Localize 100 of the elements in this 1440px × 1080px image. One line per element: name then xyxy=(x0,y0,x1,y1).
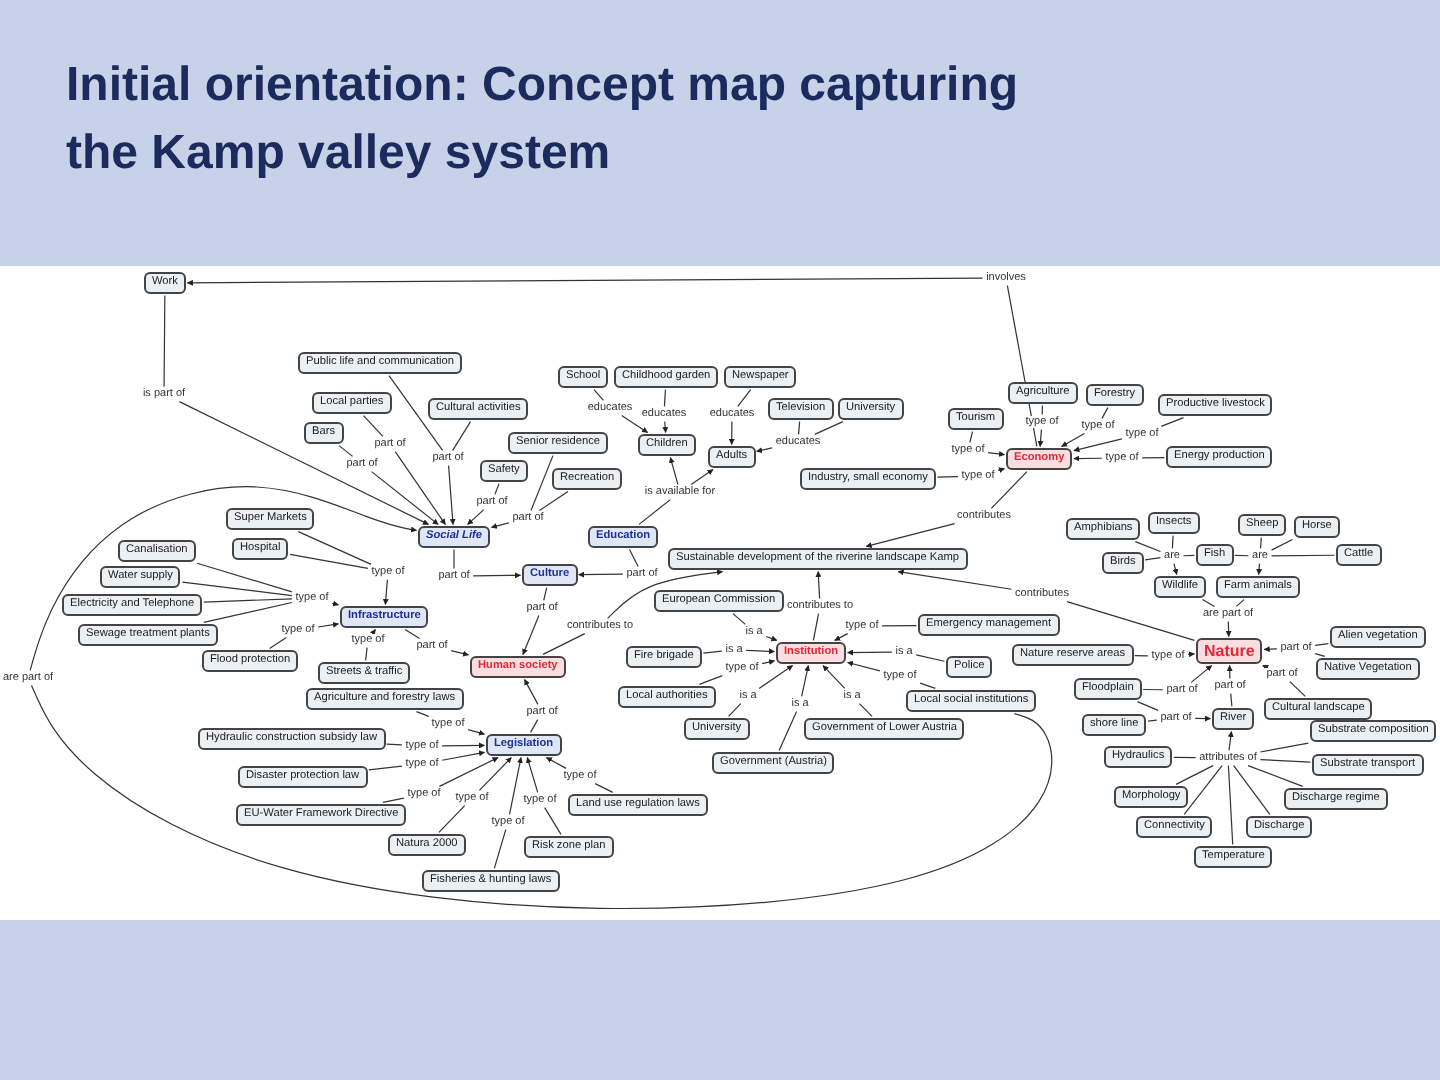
connector-line xyxy=(798,421,801,435)
connector-line xyxy=(338,445,354,457)
arrow xyxy=(1263,646,1278,653)
arrow xyxy=(621,415,649,433)
arrow xyxy=(478,757,512,791)
connector-line xyxy=(1230,693,1233,707)
arrow xyxy=(370,471,439,525)
arrow xyxy=(369,629,376,636)
arrow xyxy=(1037,429,1044,447)
connector-line xyxy=(1144,557,1162,561)
arrow xyxy=(186,277,984,286)
connector-line xyxy=(881,624,917,627)
arrow xyxy=(690,469,714,485)
arrow xyxy=(668,457,679,485)
connector-line xyxy=(196,562,293,593)
connector-line xyxy=(1141,456,1165,459)
arrow xyxy=(801,665,811,697)
connector-line xyxy=(542,633,586,655)
connector-line xyxy=(368,765,403,771)
connector-line xyxy=(404,629,421,639)
arrow xyxy=(526,757,539,793)
arrow xyxy=(1225,621,1232,637)
arrow xyxy=(317,621,339,628)
arrow xyxy=(467,509,485,525)
connector-line xyxy=(181,581,293,597)
arrow xyxy=(382,579,389,605)
connector-line xyxy=(1270,554,1335,557)
connector-line xyxy=(382,797,405,803)
connector-line xyxy=(1233,765,1271,815)
connector-line xyxy=(163,295,166,387)
arrow xyxy=(756,447,773,454)
arrow xyxy=(765,635,778,642)
connector-line xyxy=(1270,538,1293,551)
arrow xyxy=(441,742,485,749)
arrow xyxy=(1172,563,1179,575)
connector-line xyxy=(1289,681,1306,697)
arrow xyxy=(447,465,456,525)
connector-line xyxy=(493,829,507,869)
arrow xyxy=(578,571,624,578)
connector-line xyxy=(1173,756,1197,759)
connector-line xyxy=(452,421,472,451)
connector-line xyxy=(203,601,293,623)
connector-line xyxy=(1235,599,1245,607)
arrow xyxy=(545,757,567,769)
connector-line xyxy=(1041,405,1043,415)
connector-line xyxy=(438,805,466,833)
connector-line xyxy=(1314,653,1326,657)
connector-line xyxy=(1201,599,1216,607)
arrow xyxy=(394,451,446,525)
arrow xyxy=(865,523,956,548)
arrow xyxy=(758,665,794,689)
arrow xyxy=(467,729,485,736)
connector-line xyxy=(737,389,752,407)
connector-line xyxy=(919,682,936,689)
connector-line xyxy=(530,455,554,511)
connector-line xyxy=(858,703,873,717)
connector-line xyxy=(990,471,1028,509)
arrow xyxy=(815,571,822,599)
connector-line xyxy=(1314,643,1329,646)
connector-line xyxy=(538,491,569,511)
slide-title: Initial orientation: Concept map capturing the Kamp valley system xyxy=(66,56,1021,184)
connector-line xyxy=(593,389,604,401)
arrow xyxy=(438,757,499,787)
arrow xyxy=(490,522,510,529)
connector-line xyxy=(289,553,369,569)
arrow xyxy=(522,615,540,655)
arrow xyxy=(472,572,521,579)
connector-line xyxy=(594,783,614,793)
connector-line xyxy=(1134,541,1162,553)
connector-line xyxy=(1183,765,1223,815)
connector-line xyxy=(1066,601,1195,641)
arrow xyxy=(331,600,339,607)
connector-line xyxy=(530,719,539,733)
arrow xyxy=(1256,563,1263,575)
connector-line xyxy=(544,807,562,835)
connector-line xyxy=(297,531,372,565)
arrow xyxy=(1073,455,1103,462)
connector-line xyxy=(732,613,746,625)
connector-line xyxy=(778,711,798,751)
connector-line xyxy=(268,637,287,649)
connector-line xyxy=(628,549,639,567)
connector-line xyxy=(494,483,500,495)
connector-line xyxy=(812,613,820,641)
arrow xyxy=(450,650,469,657)
arrow xyxy=(1262,665,1269,671)
arrow xyxy=(987,450,1005,457)
connector-line xyxy=(1259,759,1311,763)
connector-line xyxy=(1259,742,1309,753)
arrow xyxy=(834,633,849,641)
arrow xyxy=(1187,651,1195,658)
arrow xyxy=(897,569,1013,590)
connector-line xyxy=(543,587,548,601)
arrow xyxy=(1073,438,1123,453)
connector-line xyxy=(362,415,384,437)
connector-line xyxy=(1175,765,1214,785)
arrow xyxy=(1194,715,1211,722)
connector-line xyxy=(1101,407,1109,419)
arrow xyxy=(761,659,775,666)
connector-line xyxy=(936,475,959,478)
connector-line xyxy=(1160,417,1185,427)
